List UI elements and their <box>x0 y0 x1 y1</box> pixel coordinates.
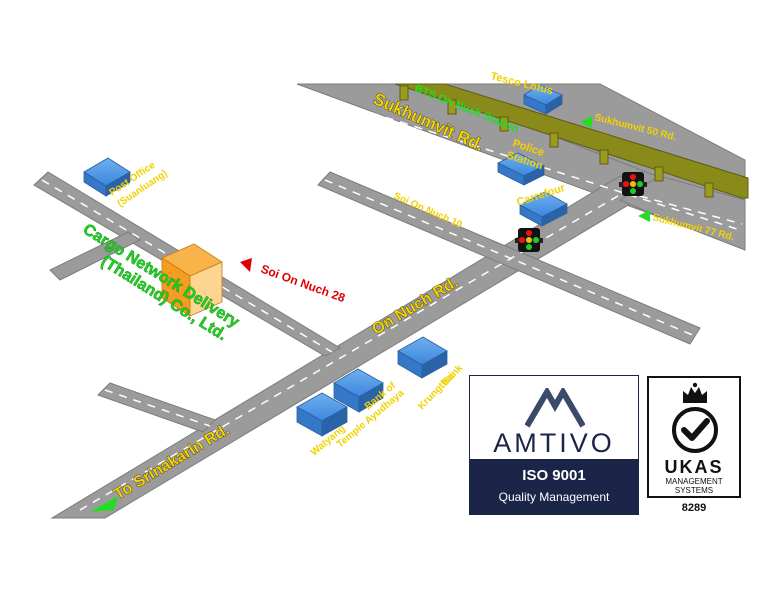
krungthai-bank-building <box>397 336 448 379</box>
iso-scope: Quality Management <box>498 490 610 504</box>
crown-icon <box>683 382 707 403</box>
ukas-scope-line-1: MANAGEMENT <box>665 477 723 486</box>
amtivo-logo-icon <box>525 388 585 428</box>
ukas-name: UKAS <box>664 457 724 477</box>
police-station-building <box>497 152 545 186</box>
ukas-number: 8289 <box>681 502 707 514</box>
amtivo-band: ISO 9001 Quality Management <box>470 459 638 514</box>
buildings <box>83 84 568 437</box>
traffic-light-icon <box>515 228 543 252</box>
srinakarin-arrow-icon <box>90 496 118 512</box>
amtivo-brand: AMTIVO <box>493 428 615 458</box>
ukas-scope-line-2: SYSTEMS <box>674 486 714 495</box>
marker-arrow-icon <box>240 258 252 272</box>
sukhumvit-77-arrow-icon <box>638 210 650 222</box>
post-office-building <box>83 157 131 197</box>
traffic-light-icon <box>619 172 647 196</box>
soi-stub-road <box>49 231 141 281</box>
ukas-badge: UKAS MANAGEMENT SYSTEMS <box>647 376 741 498</box>
sukhumvit-50-arrow-icon <box>580 116 592 128</box>
soi-lower-road <box>97 382 216 433</box>
krungthai-label-2: Bank <box>440 363 465 389</box>
tesco-lotus-building <box>523 84 563 115</box>
bank-of-ayudhaya-building <box>333 368 384 413</box>
tick-icon <box>672 407 718 453</box>
ukas-scope: MANAGEMENT SYSTEMS <box>649 477 739 495</box>
marker-label: Soi On Nuch 28 <box>259 262 347 306</box>
bts-skytrain <box>394 83 749 199</box>
company-building <box>161 243 223 317</box>
iso-standard: ISO 9001 <box>522 467 586 484</box>
watyang-building <box>296 392 348 437</box>
carrefour-building <box>519 191 568 227</box>
to-srinakarin-label: To Srinakarin Rd. <box>111 421 232 503</box>
amtivo-iso-badge: AMTIVO ISO 9001 Quality Management <box>469 375 639 515</box>
